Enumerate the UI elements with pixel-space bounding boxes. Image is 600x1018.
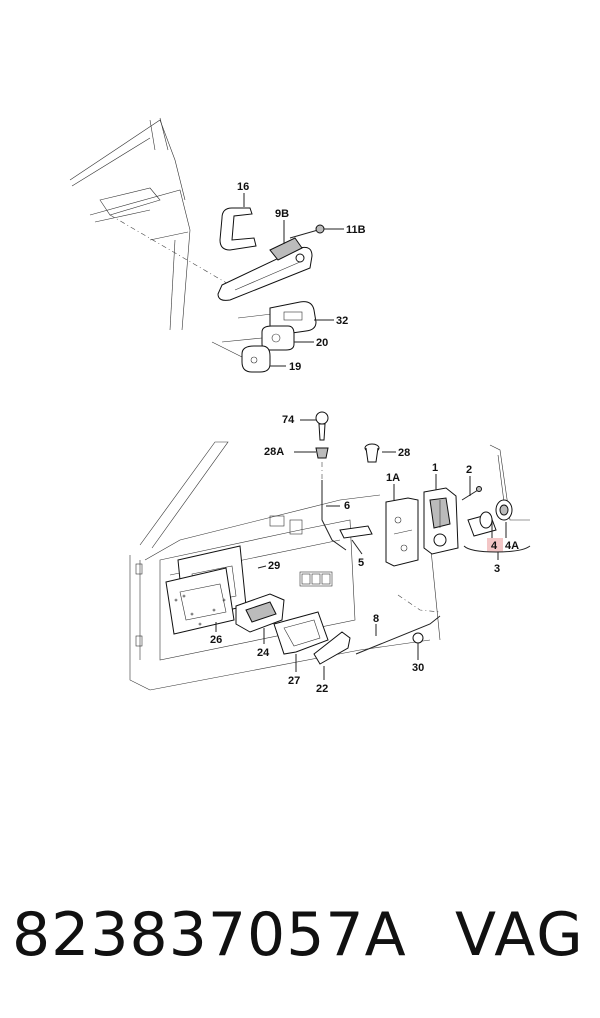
callout-28: 28: [398, 447, 410, 459]
callout-20: 20: [316, 337, 328, 349]
leader-lines-bottom: [215, 419, 507, 680]
callout-22: 22: [316, 683, 328, 695]
footer: 823837057A VAG: [0, 895, 600, 975]
screw-11b: [289, 224, 325, 239]
lever-5: [339, 525, 373, 539]
screw-2: [461, 486, 482, 501]
callout-27: 27: [288, 675, 300, 687]
operating-rod-8: [355, 615, 441, 655]
leader-lines-top: [243, 193, 344, 367]
door-lock-1: [423, 487, 459, 555]
callout-74: 74: [282, 414, 295, 426]
callout-26: 26: [210, 634, 222, 646]
callout-28a: 28A: [264, 446, 284, 458]
key-19: [211, 341, 271, 373]
callout-3-bracket: [463, 538, 531, 560]
callout-24: 24: [257, 647, 270, 659]
exploded-parts-diagram: 16 9B 11B 32 20 19 74 28A 28 1A 1 2 6 29…: [69, 117, 531, 695]
callout-4: 4: [491, 540, 498, 552]
brand-name: VAG: [455, 900, 585, 970]
car-body-outline-top: [69, 117, 231, 331]
lock-knob-74: [315, 411, 329, 441]
door-handle-9b: [217, 237, 313, 301]
callout-1: 1: [432, 462, 438, 474]
callout-9b: 9B: [275, 208, 289, 220]
callout-1a: 1A: [386, 472, 400, 484]
grommet-28a: [315, 447, 329, 459]
callout-3: 3: [494, 563, 500, 575]
inside-handle-22: [313, 631, 351, 665]
callout-4a: 4A: [505, 540, 519, 552]
clip-30: [412, 632, 424, 652]
callout-5: 5: [358, 557, 364, 569]
callout-32: 32: [336, 315, 348, 327]
bushing-28: [364, 443, 380, 463]
handle-bezel-24: [235, 593, 285, 633]
handle-cover-16: [219, 207, 257, 251]
callout-8: 8: [373, 613, 379, 625]
callout-6: 6: [344, 500, 350, 512]
callout-19: 19: [289, 361, 301, 373]
striker-4: [467, 511, 497, 537]
callout-2: 2: [466, 464, 472, 476]
speaker-cover-26: [165, 567, 235, 635]
callout-30: 30: [412, 662, 424, 674]
callout-29: 29: [268, 560, 280, 572]
washer-4a: [495, 499, 513, 521]
lock-rod-6: [321, 480, 347, 551]
callout-16: 16: [237, 181, 249, 193]
trim-frame-27: [273, 611, 329, 655]
lock-plate-1a: [385, 497, 419, 567]
callout-11b: 11B: [346, 224, 366, 236]
part-number: 823837057A: [12, 900, 407, 970]
